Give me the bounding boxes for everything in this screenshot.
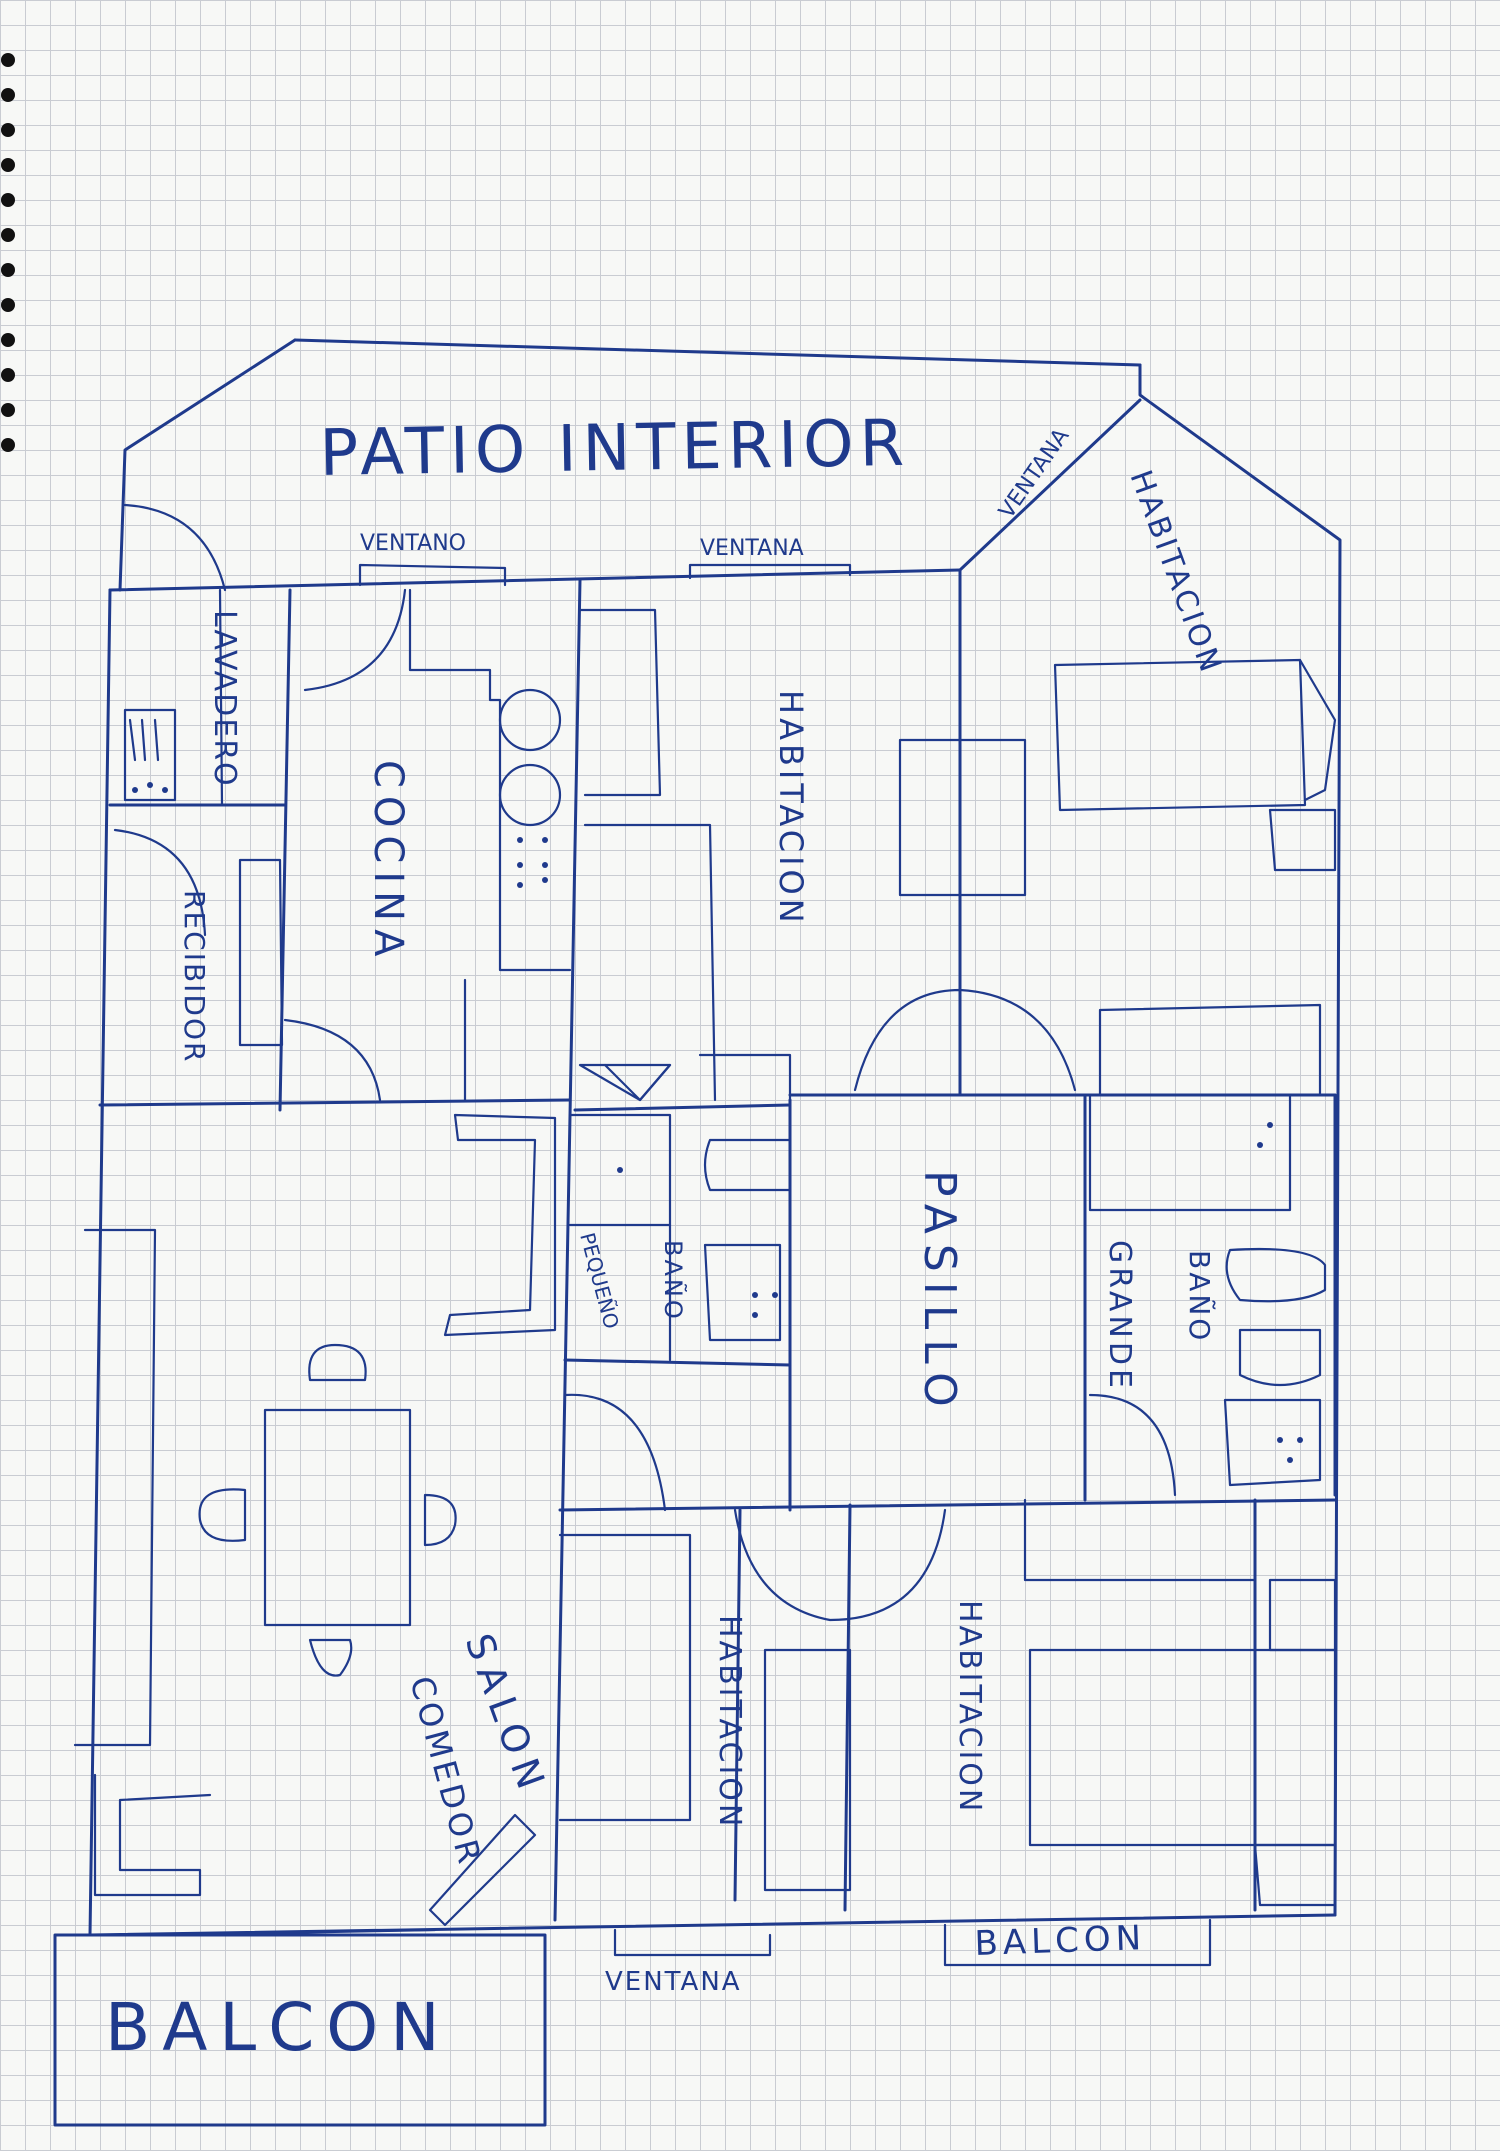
- label-patio: PATIO INTERIOR: [319, 407, 911, 491]
- labels: PATIO INTERIOR VENTANO VENTANA VENTANA L…: [105, 407, 1229, 2066]
- furniture: [73, 503, 1337, 1967]
- notebook-spiral: [1, 53, 15, 452]
- label-room-center: HABITACION: [772, 690, 810, 927]
- label-bath-small-2: PEQUEÑO: [575, 1230, 624, 1331]
- label-bath-small-1: BAÑO: [659, 1240, 689, 1322]
- label-living: SALON: [457, 1628, 556, 1802]
- label-balcony-left: BALCON: [105, 1989, 452, 2066]
- label-room-top-right: HABITACION: [1122, 466, 1228, 679]
- label-bath-big-2: GRANDE: [1102, 1240, 1137, 1392]
- label-bath-big-1: BAÑO: [1183, 1250, 1216, 1343]
- label-room-bottom-2: HABITACION: [952, 1600, 987, 1814]
- interior-walls: [98, 578, 1337, 1922]
- label-kitchen: COCINA: [365, 760, 411, 964]
- label-laundry: LAVADERO: [207, 610, 242, 788]
- label-window-2: VENTANA: [700, 536, 804, 561]
- label-window-1: VENTANO: [360, 531, 466, 556]
- label-dining: COMEDOR: [402, 1672, 489, 1871]
- label-window-bottom: VENTANA: [605, 1967, 742, 1997]
- label-corridor: PASILLO: [914, 1170, 965, 1417]
- label-entry: RECIBIDOR: [178, 890, 211, 1063]
- balcony-left: [53, 1933, 547, 2127]
- label-room-bottom-1: HABITACION: [712, 1615, 747, 1829]
- label-balcony-right: BALCON: [974, 1918, 1147, 1964]
